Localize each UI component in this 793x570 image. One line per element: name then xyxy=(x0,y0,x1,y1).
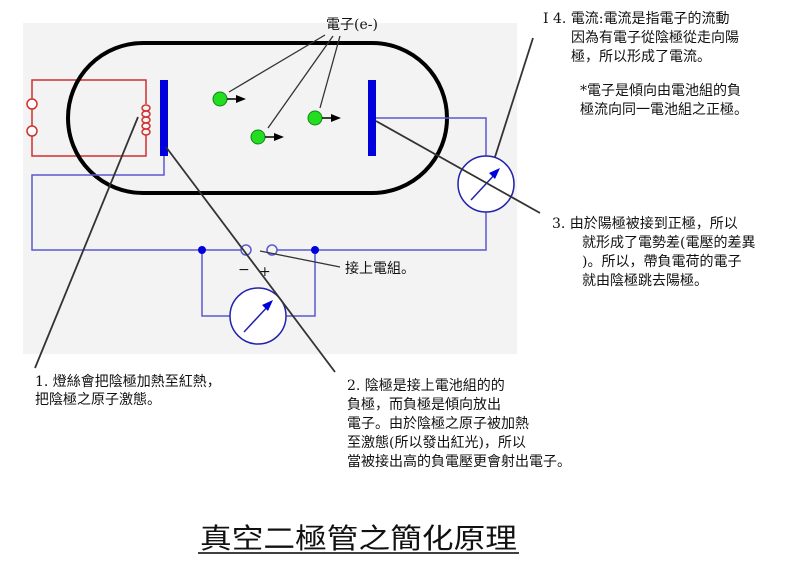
svg-text:就由陰極跳去陽極。: 就由陰極跳去陽極。 xyxy=(582,273,708,289)
junction-dot xyxy=(311,246,319,254)
svg-text:)。所以，帶負電荷的電子: )。所以，帶負電荷的電子 xyxy=(582,254,741,270)
electrons-label: 電子(e-) xyxy=(326,17,378,33)
svg-text:把陰極之原子激態。: 把陰極之原子激態。 xyxy=(35,391,161,408)
circuit-wires xyxy=(31,117,487,317)
ammeter-icon xyxy=(457,155,515,213)
minus-sign: − xyxy=(238,262,250,278)
svg-text:極，所以形成了電流。: 極，所以形成了電流。 xyxy=(571,49,711,65)
svg-text:電子。由於陰極之原子被加熱: 電子。由於陰極之原子被加熱 xyxy=(347,416,529,432)
electron-icon xyxy=(307,110,341,126)
anode xyxy=(368,80,376,156)
svg-text:負極，而負極是傾向放出: 負極，而負極是傾向放出 xyxy=(347,397,501,413)
electron-icon xyxy=(250,129,284,145)
svg-text:當被接出高的負電壓更會射出電子。: 當被接出高的負電壓更會射出電子。 xyxy=(347,453,571,470)
svg-text:至激態(所以發出紅光)，所以: 至激態(所以發出紅光)，所以 xyxy=(347,434,526,451)
note-1: 1. 燈絲會把陰極加熱至紅熱， 把陰極之原子激態。 xyxy=(35,374,221,408)
junction-dot xyxy=(198,246,206,254)
filament-coil-icon xyxy=(141,104,151,136)
page-title: 真空二極管之簡化原理 xyxy=(200,522,517,555)
leader-lines xyxy=(34,34,541,373)
note-4: I 4. 電流:電流是指電子的流動 因為有電子從陰極從走向陽 極，所以形成了電流… xyxy=(543,11,748,118)
note-3: 3. 由於陽極被接到正極，所以 就形成了電勢差(電壓的差異 )。所以，帶負電荷的… xyxy=(552,215,755,289)
cathode xyxy=(160,80,168,156)
svg-text:1. 燈絲會把陰極加熱至紅熱，: 1. 燈絲會把陰極加熱至紅熱， xyxy=(35,374,221,390)
voltmeter-icon xyxy=(229,287,287,345)
svg-text:*電子是傾向由電池組的負: *電子是傾向由電池組的負 xyxy=(580,83,741,99)
note-2: 2. 陰極是接上電池組的的 負極，而負極是傾向放出 電子。由於陰極之原子被加熱 … xyxy=(347,377,571,470)
svg-text:就形成了電勢差(電壓的差異: 就形成了電勢差(電壓的差異 xyxy=(582,235,755,251)
electron-icon xyxy=(212,91,246,107)
battery-label: 接上電組。 xyxy=(345,260,415,277)
svg-text:極流向同一電池組之正極。: 極流向同一電池組之正極。 xyxy=(580,102,748,118)
filament-circuit xyxy=(26,79,151,157)
plus-sign: + xyxy=(259,264,271,280)
svg-text:3. 由於陽極被接到正極，所以: 3. 由於陽極被接到正極，所以 xyxy=(552,215,738,232)
electrons xyxy=(212,91,341,145)
svg-text:2. 陰極是接上電池組的的: 2. 陰極是接上電池組的的 xyxy=(347,377,505,394)
svg-text:因為有電子從陰極從走向陽: 因為有電子從陰極從走向陽 xyxy=(571,30,739,46)
svg-text:I 4. 電流:電流是指電子的流動: I 4. 電流:電流是指電子的流動 xyxy=(543,11,730,27)
